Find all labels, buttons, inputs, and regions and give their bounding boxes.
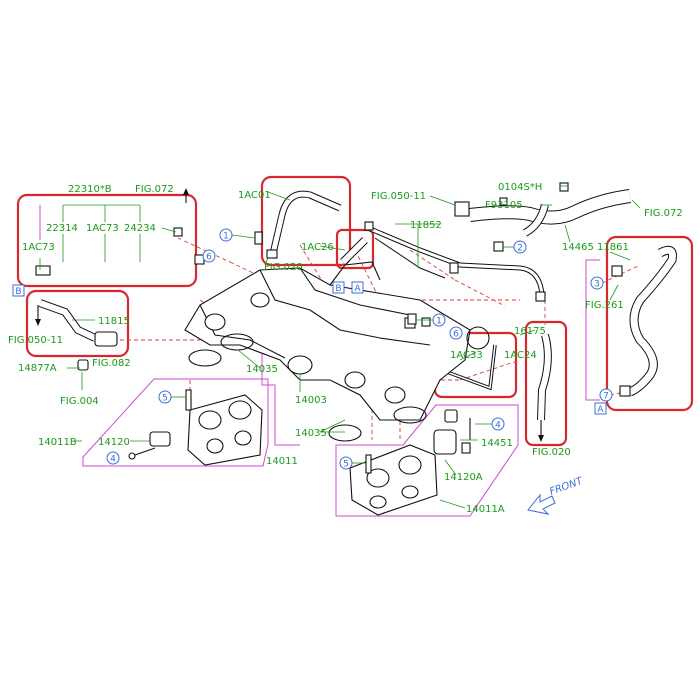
group-bracket-throttle-14011a bbox=[335, 404, 519, 517]
callout-4a[interactable]: 4 bbox=[106, 451, 120, 465]
label-14035-bottom[interactable]: 14035 bbox=[295, 428, 327, 439]
label-1ac73-left[interactable]: 1AC73 bbox=[22, 242, 55, 253]
throttle-body-14011a bbox=[349, 409, 471, 516]
callout-4b[interactable]: 4 bbox=[491, 417, 505, 431]
hose-1ac01-drawing bbox=[266, 190, 342, 259]
label-1ac26[interactable]: 1AC26 bbox=[301, 242, 334, 253]
callout-4a-text: 4 bbox=[110, 455, 116, 465]
label-fig261[interactable]: FIG.261 bbox=[585, 300, 624, 311]
pipe-11852-drawing bbox=[367, 225, 546, 302]
callout-6b-text: 6 bbox=[453, 330, 459, 340]
front-label: FRONT bbox=[548, 475, 585, 497]
throttle-body-14011b bbox=[128, 389, 263, 466]
callout-5b[interactable]: 5 bbox=[339, 456, 353, 470]
label-24234[interactable]: 24234 bbox=[124, 223, 156, 234]
callout-2-text: 2 bbox=[517, 244, 523, 254]
label-1ac73-top[interactable]: 1AC73 bbox=[86, 223, 119, 234]
callout-4b-text: 4 bbox=[495, 421, 501, 431]
label-fig072-left[interactable]: FIG.072 bbox=[135, 184, 174, 195]
front-arrow: FRONT bbox=[527, 475, 585, 515]
callout-1b-text: 1 bbox=[436, 317, 442, 327]
hose-11861-drawing bbox=[611, 245, 677, 397]
label-fig050-left[interactable]: FIG.050-11 bbox=[8, 335, 63, 346]
callout-5b-text: 5 bbox=[343, 460, 349, 470]
label-14011a[interactable]: 14011A bbox=[466, 504, 505, 515]
highlight-box-hose-11815[interactable] bbox=[25, 289, 130, 358]
callout-7-text: 7 bbox=[603, 392, 609, 402]
callout-6b[interactable]: 6 bbox=[449, 326, 463, 340]
label-14011b[interactable]: 14011B bbox=[38, 437, 77, 448]
hose-11815-drawing bbox=[35, 299, 118, 347]
callout-6a[interactable]: 6 bbox=[202, 249, 216, 263]
label-14120[interactable]: 14120 bbox=[98, 437, 130, 448]
highlight-box-hose-1ac01[interactable] bbox=[260, 175, 352, 267]
bolts bbox=[77, 197, 508, 454]
label-14003[interactable]: 14003 bbox=[295, 395, 327, 406]
ref-box-a-mid[interactable]: A bbox=[351, 281, 364, 294]
label-22310b[interactable]: 22310*B bbox=[68, 184, 112, 195]
label-f93105[interactable]: F93105 bbox=[485, 200, 523, 211]
label-1ac24[interactable]: 1AC24 bbox=[504, 350, 537, 361]
label-fig020-bottom[interactable]: FIG.020 bbox=[532, 447, 571, 458]
label-1ac01[interactable]: 1AC01 bbox=[238, 190, 271, 201]
group-bracket-11861 bbox=[585, 259, 600, 401]
highlight-box-hose-22310b[interactable] bbox=[16, 193, 198, 288]
ref-b-left-text: B bbox=[15, 287, 21, 297]
callout-1a[interactable]: 1 bbox=[219, 228, 233, 242]
label-14035-top[interactable]: 14035 bbox=[246, 364, 278, 375]
ref-b-mid-text: B bbox=[335, 284, 341, 294]
highlight-box-hose-11861[interactable] bbox=[605, 235, 694, 412]
callout-3[interactable]: 3 bbox=[590, 276, 604, 290]
gaskets-14035 bbox=[188, 326, 490, 442]
ref-box-b-left[interactable]: B bbox=[12, 284, 25, 297]
callout-3-text: 3 bbox=[594, 280, 600, 290]
front-arrow-icon bbox=[527, 493, 556, 515]
callout-6a-text: 6 bbox=[206, 253, 212, 263]
ref-box-a-right[interactable]: A bbox=[594, 402, 607, 415]
hose-1ac26-drawing bbox=[340, 237, 368, 265]
label-14120a[interactable]: 14120A bbox=[444, 472, 483, 483]
label-0104sh[interactable]: 0104S*H bbox=[498, 182, 542, 193]
label-fig020-top[interactable]: FIG.020 bbox=[264, 262, 303, 273]
callout-2[interactable]: 2 bbox=[513, 240, 527, 254]
ref-a-right-text: A bbox=[597, 405, 604, 415]
label-14451[interactable]: 14451 bbox=[481, 438, 513, 449]
label-14465[interactable]: 14465 bbox=[562, 242, 594, 253]
highlight-box-hose-1ac24[interactable] bbox=[524, 320, 568, 447]
label-fig082[interactable]: FIG.082 bbox=[92, 358, 131, 369]
hose-1ac24-drawing bbox=[537, 333, 552, 442]
label-fig050-top[interactable]: FIG.050-11 bbox=[371, 191, 426, 202]
ref-box-b-mid[interactable]: B bbox=[332, 281, 345, 294]
label-14877a[interactable]: 14877A bbox=[18, 363, 57, 374]
callout-5a[interactable]: 5 bbox=[158, 390, 172, 404]
label-22314[interactable]: 22314 bbox=[46, 223, 78, 234]
group-bracket-14035 bbox=[261, 330, 300, 446]
label-fig072-right[interactable]: FIG.072 bbox=[644, 208, 683, 219]
callout-1a-text: 1 bbox=[223, 232, 229, 242]
label-14011[interactable]: 14011 bbox=[266, 456, 298, 467]
hose-22310b-drawing bbox=[35, 188, 189, 276]
group-bracket-throttle-14011b bbox=[82, 378, 269, 467]
label-fig004[interactable]: FIG.004 bbox=[60, 396, 99, 407]
callout-5a-text: 5 bbox=[162, 394, 168, 404]
label-11861[interactable]: 11861 bbox=[597, 242, 629, 253]
label-16175[interactable]: 16175 bbox=[514, 326, 546, 337]
label-11815[interactable]: 11815 bbox=[98, 316, 130, 327]
label-11852[interactable]: 11852 bbox=[410, 220, 442, 231]
hose-14465-drawing bbox=[454, 182, 631, 237]
pipe-1ac33-drawing bbox=[446, 344, 497, 391]
intake-manifold-14003 bbox=[184, 261, 471, 421]
callout-7[interactable]: 7 bbox=[599, 388, 613, 402]
label-1ac33[interactable]: 1AC33 bbox=[450, 350, 483, 361]
ref-a-mid-text: A bbox=[354, 284, 361, 294]
callout-1b[interactable]: 1 bbox=[432, 313, 446, 327]
label-leaders bbox=[39, 185, 641, 509]
